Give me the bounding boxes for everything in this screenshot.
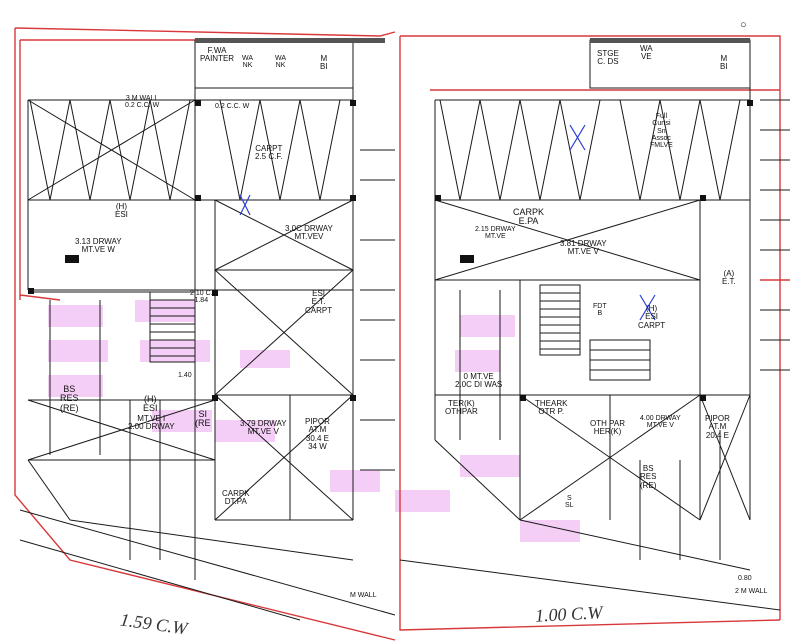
- magenta-ghost-layer: [48, 300, 580, 542]
- label-carpk-right: CARPK E.PA: [513, 207, 545, 227]
- right-top-wall-bar: [590, 38, 750, 43]
- label-carpt-left: CARPT 2.5 C.F.: [255, 144, 283, 162]
- label-full-curtsi: Full Curtsi Sn Assoc FMLVE: [650, 113, 673, 150]
- label-wall-left-2: 0.2 C.C. W: [215, 103, 250, 110]
- label-pipor-left: PIPOR AT.M 30.4 E 34 W: [305, 417, 330, 452]
- label-wall-right: 2 M WALL: [735, 588, 768, 595]
- label-carpk-left: CARPK DT.PA: [222, 489, 250, 507]
- label-m-bi-left: M BI: [320, 54, 328, 72]
- label-wa-nk-2: WA NK: [275, 55, 287, 70]
- label-dim-right: 0.80: [738, 575, 752, 582]
- label-esi-left-2: (H) ESI: [143, 394, 158, 414]
- label-mwall-left-bottom: M WALL: [350, 592, 377, 599]
- structural-lines: [19, 39, 790, 621]
- label-bs-res-left: BS RES (RE): [60, 384, 79, 413]
- label-park-right-2: THEARK OTR P.: [535, 399, 568, 417]
- label-drway-left-1: 3.13 DRWAY MT.VE W: [75, 237, 122, 255]
- label-drway-left-4: 3.79 DRWAY MT.VE V: [240, 419, 287, 437]
- label-esi-right: (H) ESI CARPT: [638, 304, 666, 330]
- label-bs-res-right: BS RES (RE): [640, 464, 657, 490]
- label-dim-left-1: 2.10 C. 1.84: [190, 290, 213, 305]
- label-fwa-painter: F.WA PAINTER: [200, 46, 235, 64]
- label-esi-carpt-left: ESI E.T. CARPT: [305, 289, 333, 315]
- label-dim-left-2: 1.40: [178, 372, 192, 379]
- label-road-right: 1.00 C.W: [534, 602, 603, 626]
- columns: [28, 100, 753, 401]
- label-drway-right-2: 3.81 DRWAY MT.VE V: [560, 239, 607, 257]
- label-fdt-right: FDT B: [593, 303, 607, 318]
- top-wall-bar: [195, 38, 385, 43]
- label-a-right: (A) E.T.: [722, 269, 736, 287]
- label-pipor-right: PIPOR AT.M 20.4 E: [705, 414, 730, 440]
- property-boundary: [14, 27, 790, 641]
- label-drway-right-3: 0 MT.VE 2.0C DI WAS: [455, 372, 503, 390]
- label-wall-left: 3 M WALL 0.2 C.C. W: [125, 95, 160, 110]
- label-esi-left: (H) ESI: [115, 202, 128, 220]
- label-drway-right-1: 2.15 DRWAY MT.VE: [475, 226, 516, 241]
- label-re-left: SI (RE: [195, 409, 211, 429]
- label-drway-left-3: MT.VE I 2.00 DRWAY: [128, 414, 175, 432]
- north-symbol-icon: ○: [740, 19, 747, 31]
- label-wa-ve-right: WA VE: [640, 44, 653, 62]
- label-ss-right: S SL: [565, 495, 574, 510]
- label-stge-right: STGE C. DS: [597, 49, 619, 67]
- label-park-right-3: OTH PAR HER(K): [590, 419, 625, 437]
- label-park-right-1: TER(K) OTHPAR: [445, 399, 478, 417]
- label-m-bi-right: M BI: [720, 54, 728, 72]
- label-drway-left-2: 3.0C DRWAY MT.VEV: [285, 224, 333, 242]
- label-wa-nk-1: WA NK: [242, 55, 254, 70]
- label-drway-right-4: 4.00 DRWAY MT.VE V: [640, 415, 681, 430]
- blue-accents: [239, 124, 656, 321]
